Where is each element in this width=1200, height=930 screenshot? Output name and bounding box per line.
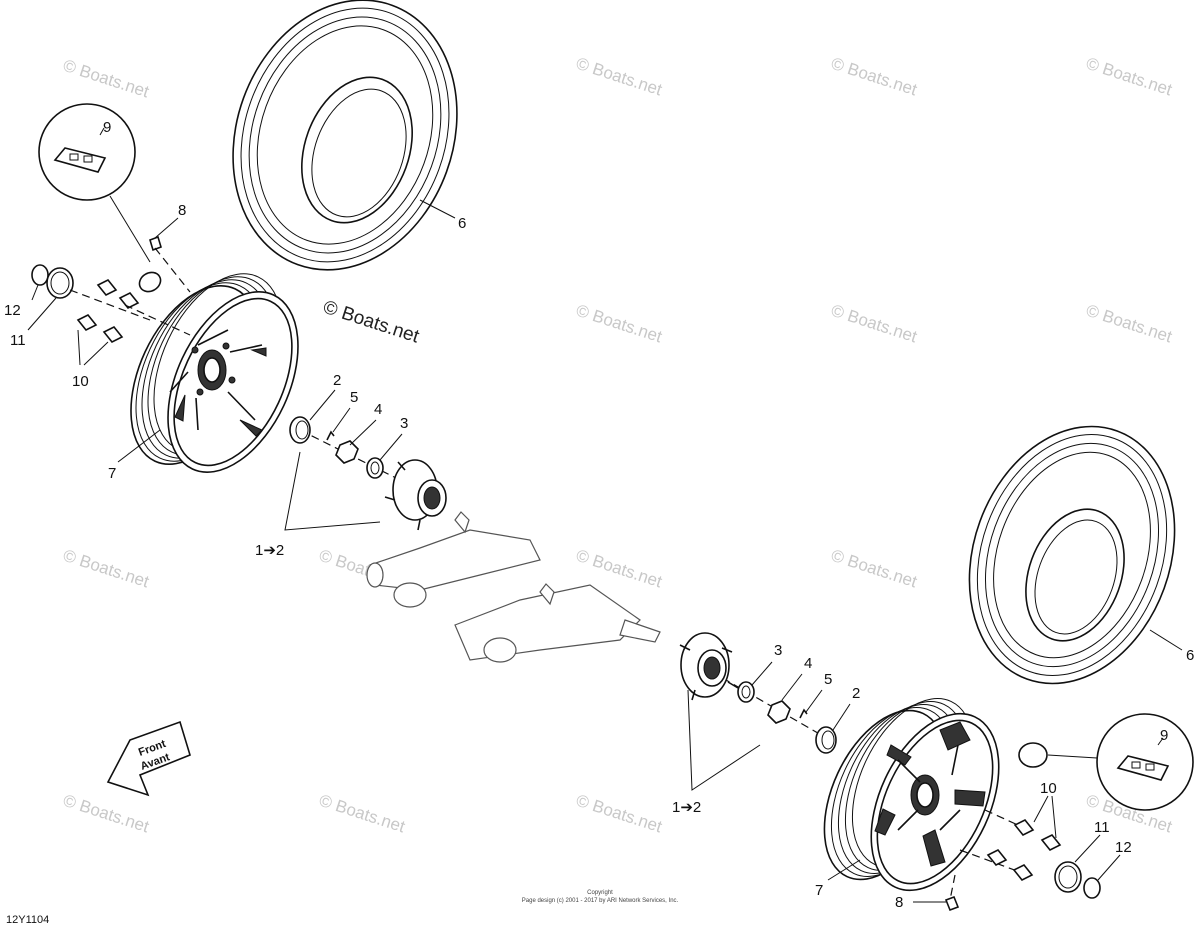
watermark: © Boats.net <box>574 791 665 837</box>
callout-12-right: 12 <box>1115 839 1132 856</box>
callout-10-left: 10 <box>72 373 89 390</box>
wheel-left <box>130 273 299 473</box>
tire-left <box>232 0 458 271</box>
callout-3-right: 3 <box>774 642 782 659</box>
callout-2-right: 2 <box>852 685 860 702</box>
suspension-arm-left <box>366 511 541 608</box>
callout-9-right: 9 <box>1160 727 1168 744</box>
watermark: © Boats.net <box>574 301 665 347</box>
callout-6-right: 6 <box>1186 647 1194 664</box>
callout-2-left: 2 <box>333 372 341 389</box>
callout-11-right: 11 <box>1094 819 1110 836</box>
watermark: © Boats.net <box>829 54 920 100</box>
right-small-parts <box>944 742 1101 912</box>
hub-left <box>289 416 447 531</box>
callout-11-left: 11 <box>10 332 26 349</box>
left-small-parts <box>31 235 191 344</box>
callout-1-2-left: 1➔2 <box>255 542 284 559</box>
callout-12-left: 12 <box>4 302 21 319</box>
watermark: © Boats.net <box>829 301 920 347</box>
watermark: © Boats.net <box>317 791 408 837</box>
callout-9-left: 9 <box>103 119 111 136</box>
watermark: © Boats.net <box>574 54 665 100</box>
callout-10-right: 10 <box>1040 780 1057 797</box>
watermark-main: © Boats.net <box>320 297 422 348</box>
watermark: © Boats.net <box>829 546 920 592</box>
copyright-title: Copyright <box>587 890 613 896</box>
wheel-right <box>823 698 1000 892</box>
callout-3-left: 3 <box>400 415 408 432</box>
callout-1-2-right: 1➔2 <box>672 799 701 816</box>
tire-right <box>968 425 1176 685</box>
callout-8-left: 8 <box>178 202 186 219</box>
callout-8-right: 8 <box>895 894 903 911</box>
hub-right <box>679 632 837 754</box>
watermark: © Boats.net <box>574 546 665 592</box>
inset-left <box>38 103 151 263</box>
callout-4-left: 4 <box>374 401 382 418</box>
inset-right <box>1047 713 1194 811</box>
callout-5-right: 5 <box>824 671 832 688</box>
suspension-arm-right <box>454 583 661 663</box>
callout-7-right: 7 <box>815 882 823 899</box>
callout-6-left: 6 <box>458 215 466 232</box>
watermark: © Boats.net <box>1084 54 1175 100</box>
copyright-text: Page design (c) 2001 - 2017 by ARI Netwo… <box>522 898 679 904</box>
watermark: © Boats.net <box>1084 301 1175 347</box>
drawing-code: 12Y1104 <box>6 914 49 926</box>
callout-5-left: 5 <box>350 389 358 406</box>
watermark: © Boats.net <box>61 791 152 837</box>
callout-7-left: 7 <box>108 465 116 482</box>
front-arrow: Front Avant <box>106 720 191 797</box>
watermark: © Boats.net <box>61 546 152 592</box>
callout-4-right: 4 <box>804 655 812 672</box>
watermark: © Boats.net <box>61 56 152 102</box>
